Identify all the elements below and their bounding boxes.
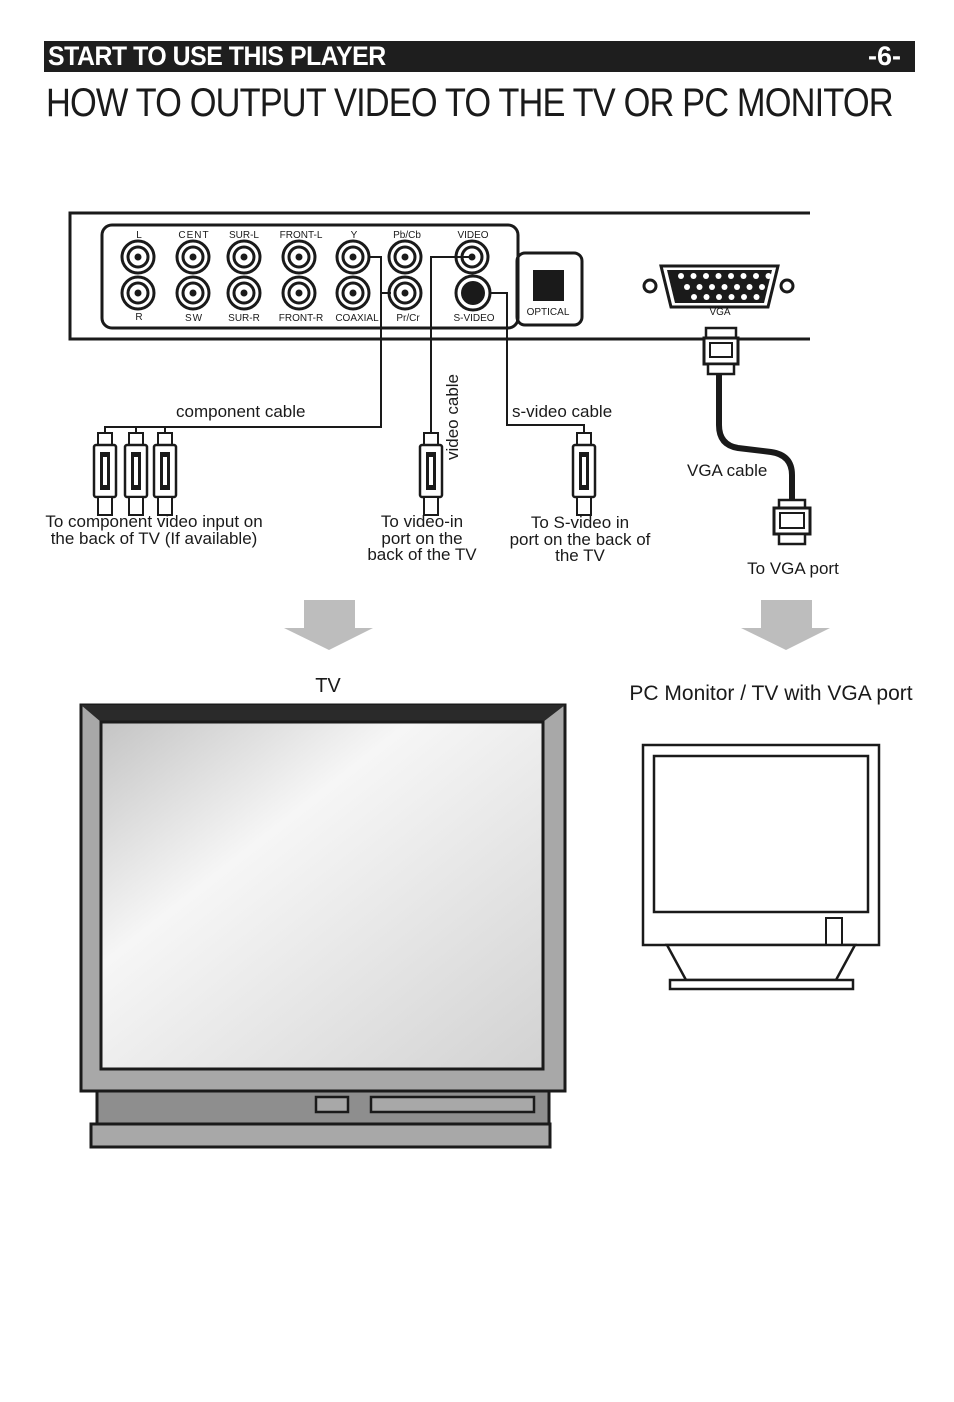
- jack-r: [120, 275, 156, 311]
- tv-label: TV: [315, 675, 341, 697]
- s-video-destination-line-2: port on the back of: [510, 530, 651, 549]
- s-video-destination-line-3: the TV: [555, 546, 605, 565]
- video-destination-line-1: To video-in: [381, 512, 463, 531]
- down-arrow-icon: [741, 600, 830, 650]
- vga-port: VGA: [642, 264, 795, 318]
- vga-pin: [728, 294, 735, 300]
- vga-pin: [765, 273, 772, 279]
- video-destination-line-2: port on the: [381, 529, 462, 548]
- jack-cent: [175, 239, 211, 275]
- jack-label-r: R: [135, 312, 142, 323]
- vga-destination: To VGA port: [747, 559, 839, 578]
- vga-label: VGA: [709, 307, 730, 318]
- component-destination: To component video input on the back of …: [45, 512, 262, 548]
- s-video-destination: To S-video in port on the back of the TV: [510, 513, 651, 565]
- video-destination-line-3: back of the TV: [367, 545, 477, 564]
- s-video-destination-line-1: To S-video in: [531, 513, 629, 532]
- jack-label-y: Y: [351, 230, 358, 241]
- component-cable-label: component cable: [176, 402, 305, 421]
- s-video-cable-label: s-video cable: [512, 402, 612, 421]
- vga-pin: [716, 294, 722, 300]
- jack-sw: [175, 275, 211, 311]
- jack-label-sw: SW: [185, 313, 203, 324]
- vga-cable: [702, 326, 812, 546]
- jack-label-sur-r: SUR-R: [228, 313, 260, 324]
- jack-l: [120, 239, 156, 275]
- s-video-jack: [454, 274, 492, 312]
- jack-coaxial: [335, 275, 371, 311]
- vga-pin: [746, 284, 753, 290]
- vga-pin: [703, 294, 710, 300]
- section-title: START TO USE THIS PLAYER: [48, 41, 386, 71]
- jack-front-l: [281, 239, 317, 275]
- component-plugs: [92, 431, 178, 517]
- jack-labels-bottom: R SW SUR-R FRONT-R COAXIAL Pr/Cr S-VIDEO: [135, 312, 494, 324]
- section-header-bar: START TO USE THIS PLAYER -6-: [44, 41, 915, 72]
- jack-label-video: VIDEO: [457, 230, 488, 241]
- jack-pb-cb: [387, 239, 423, 275]
- vga-pins: [678, 273, 772, 300]
- vga-pin: [728, 273, 734, 279]
- jack-labels-top: L CENT SUR-L FRONT-L Y Pb/Cb VIDEO: [136, 230, 489, 241]
- vga-pin: [740, 273, 747, 279]
- jack-pr-cr: [387, 275, 423, 311]
- component-destination-line-1: To component video input on: [45, 512, 262, 531]
- vga-pin: [703, 273, 709, 279]
- component-plug-y: [92, 431, 118, 517]
- vga-pin: [690, 273, 697, 279]
- vga-pin: [741, 294, 747, 300]
- vga-pin: [684, 284, 690, 290]
- vga-pin: [678, 273, 684, 279]
- vga-pin: [759, 284, 765, 290]
- video-plug: [418, 431, 444, 517]
- rca-jacks: [120, 239, 490, 311]
- vga-pin: [753, 273, 759, 279]
- page-number: -6-: [868, 41, 901, 71]
- jack-label-l: L: [136, 230, 142, 241]
- jack-label-front-l: FRONT-L: [280, 230, 323, 241]
- jack-label-pb-cb: Pb/Cb: [393, 230, 421, 241]
- component-destination-line-2: the back of TV (If available): [51, 529, 258, 548]
- vga-pin: [715, 273, 722, 279]
- vga-pin: [734, 284, 740, 290]
- page-heading: HOW TO OUTPUT VIDEO TO THE TV OR PC MONI…: [46, 81, 894, 125]
- optical-label: OPTICAL: [527, 307, 570, 318]
- s-video-plug: [571, 431, 597, 517]
- vga-pin: [721, 284, 728, 290]
- vga-cable-label: VGA cable: [687, 461, 767, 480]
- tv-icon: [79, 703, 567, 1149]
- vga-pin: [691, 294, 697, 300]
- vga-pin: [753, 294, 760, 300]
- video-destination: To video-in port on the back of the TV: [367, 512, 477, 564]
- vga-pin: [696, 284, 703, 290]
- jack-label-pr-cr: Pr/Cr: [396, 313, 420, 324]
- jack-label-coaxial: COAXIAL: [335, 313, 379, 324]
- component-plug-pb: [123, 431, 149, 517]
- jack-label-cent: CENT: [178, 230, 209, 241]
- pc-monitor-icon: [641, 743, 881, 991]
- jack-y: [335, 239, 371, 275]
- component-plug-pr: [152, 431, 178, 517]
- jack-label-front-r: FRONT-R: [279, 313, 323, 324]
- jack-front-r: [281, 275, 317, 311]
- optical-port: OPTICAL: [527, 270, 570, 318]
- down-arrow-icon: [284, 600, 373, 650]
- player-back-panel: [68, 211, 810, 341]
- vga-pin: [709, 284, 715, 290]
- jack-sur-r: [226, 275, 262, 311]
- video-cable-label: video cable: [443, 374, 462, 460]
- monitor-label: PC Monitor / TV with VGA port: [629, 682, 912, 705]
- jack-label-s-video: S-VIDEO: [453, 313, 494, 324]
- jack-label-sur-l: SUR-L: [229, 230, 259, 241]
- jack-sur-l: [226, 239, 262, 275]
